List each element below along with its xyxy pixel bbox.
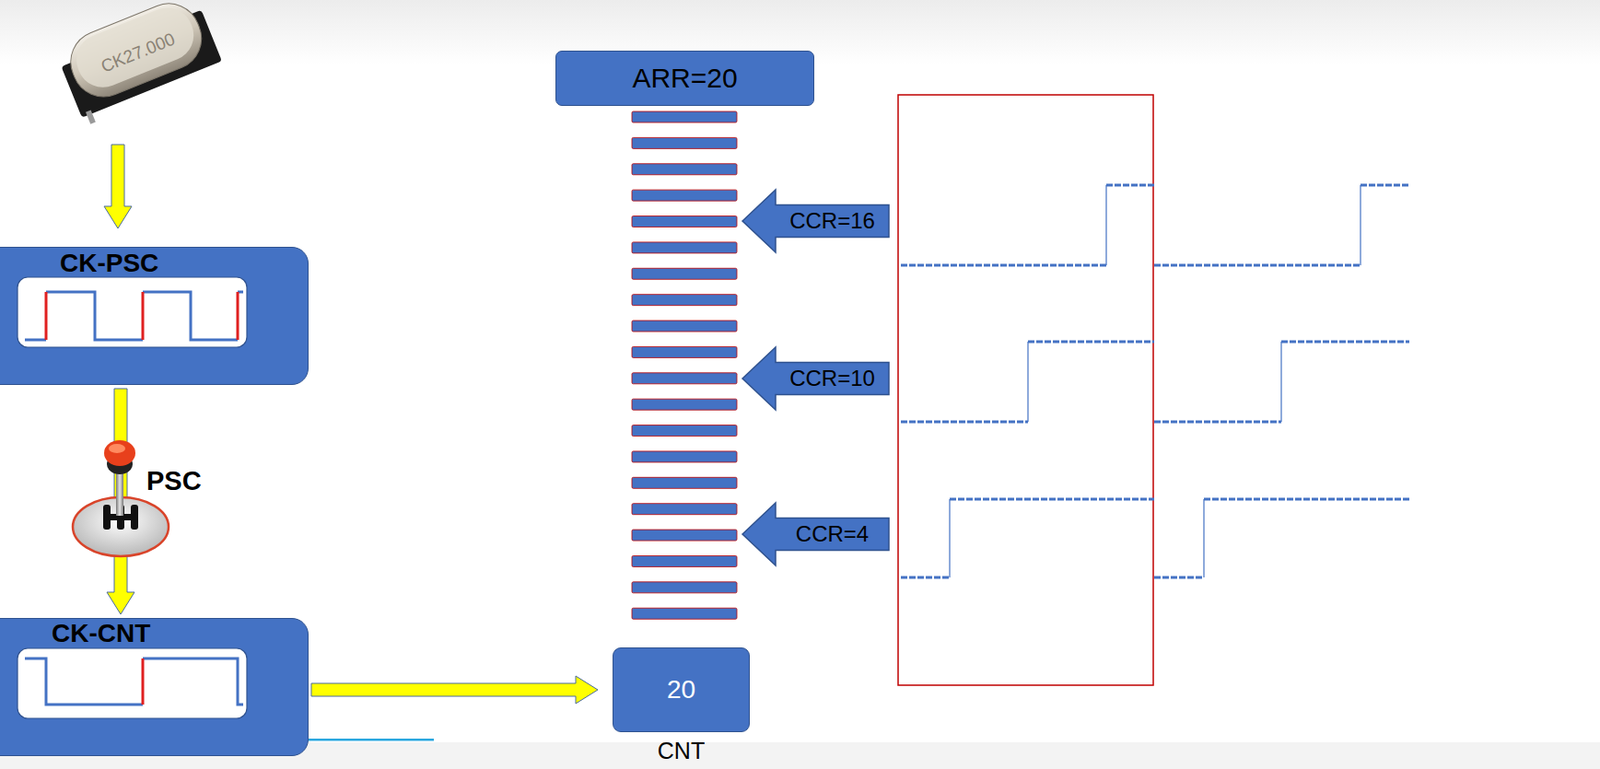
counter-steps [631,111,737,619]
pwm-wave [900,185,1410,266]
rising-edge [46,291,238,340]
crystal-symbol [53,0,226,127]
compare-arrow: CCR=4 [742,502,889,566]
register-name: PSC [146,467,202,497]
counter-step [631,373,737,385]
wave-panel [17,648,247,719]
clock-box: CK-PSC [0,246,309,386]
crystal-can [61,0,211,106]
period-frame [898,94,1154,686]
node-label: CCR=16 [775,189,889,253]
counter-step [631,582,737,594]
node-label: CK-CNT [51,620,151,647]
arrow-shape [742,189,889,253]
pwm-edge [1106,185,1361,266]
square-wave [24,291,244,340]
counter-step [631,346,737,358]
gear-shifter-icon [72,440,169,557]
arrow-shape [742,347,889,410]
clock-wave [16,276,248,349]
counter-step [631,477,737,489]
square-wave [24,658,244,705]
pwm-edge [949,499,1204,578]
crystal-pin [85,110,96,125]
counter-step [631,529,737,541]
pwm-wave [900,341,1410,422]
counter-step [631,451,737,463]
node-label: CK-PSC [59,250,159,277]
counter-box: 20CNT [612,647,750,733]
counter-step [631,189,737,201]
shifter-gate [103,504,111,530]
counter-step [631,111,737,123]
compare-arrow: CCR=10 [742,347,889,410]
shifter-knob [104,440,136,467]
node-label: ARR=20 [556,51,814,105]
counter-step [631,216,737,228]
register-box: ARR=20 [555,50,815,106]
counter-step [631,242,737,254]
node-label: CCR=4 [775,502,889,566]
rising-edge [141,658,145,705]
wave-panel [17,277,247,348]
node-label: 20 [613,648,749,731]
shifter-gate [130,504,139,530]
counter-step [631,268,737,280]
knob-highlight [108,443,126,454]
counter-step [631,425,737,437]
pwm-waveforms [900,185,1410,578]
counter-step [631,163,737,176]
crystal-top [69,0,202,95]
counter-step [631,137,737,149]
counter-step [631,607,737,619]
clock-arrow [104,144,132,229]
clock-wave [16,647,248,720]
counter-step [631,320,737,332]
pwm-edge [1027,341,1282,422]
counter-step [631,555,737,567]
node-label: CCR=10 [775,347,889,410]
signal-arrow [311,676,598,704]
compare-arrow: CCR=16 [742,189,889,253]
counter-step [631,398,737,410]
pwm-wave [900,499,1410,578]
arrow-shape [742,502,889,566]
counter-step [631,503,737,515]
clock-box: CK-CNT [0,618,309,757]
node-caption: CNT [613,738,749,765]
counter-step [631,294,737,306]
